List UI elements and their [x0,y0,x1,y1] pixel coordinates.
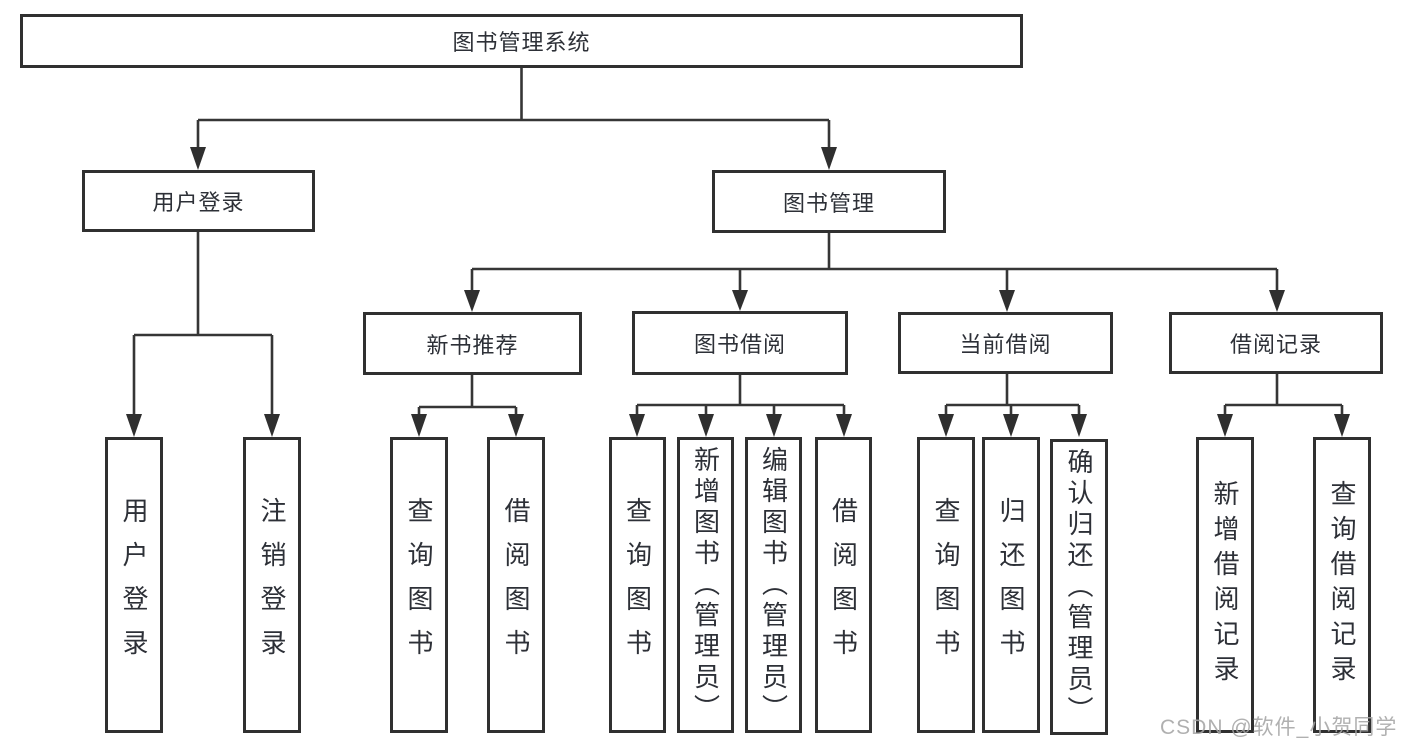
node-label: 借阅记录 [1229,332,1322,357]
node-label: 图书管理 [782,190,875,216]
node-book-management: 图书管理 [712,170,946,233]
node-leaf-confirm-return-admin: 确认归还（管理员） [1050,439,1108,735]
node-label: 用户登录 [119,497,149,673]
node-label: 新书推荐 [426,332,519,358]
node-borrowing-records: 借阅记录 [1169,312,1383,374]
node-label: 注销登录 [257,497,287,673]
node-label: 图书借阅 [693,332,786,357]
node-label: 归还图书 [996,497,1026,673]
node-current-borrowing: 当前借阅 [898,312,1113,374]
node-new-book-recommend: 新书推荐 [363,312,582,375]
node-leaf-query-borrow-record: 查询借阅记录 [1313,437,1371,733]
node-label: 确认归还（管理员） [1064,447,1094,727]
node-label: 查询图书 [404,497,434,673]
node-leaf-query-books-1: 查询图书 [390,437,448,733]
node-label: 查询借阅记录 [1327,480,1357,690]
node-label: 借阅图书 [828,497,859,673]
node-leaf-user-login: 用户登录 [105,437,163,733]
node-leaf-return-books: 归还图书 [982,437,1040,733]
node-leaf-add-borrow-record: 新增借阅记录 [1196,437,1254,733]
node-label: 用户登录 [152,190,245,215]
node-leaf-borrow-books-1: 借阅图书 [487,437,545,733]
node-label: 查询图书 [622,497,653,673]
node-label: 借阅图书 [501,497,531,673]
node-leaf-edit-books-admin: 编辑图书（管理员） [745,437,802,733]
node-label: 当前借阅 [959,332,1052,357]
csdn-watermark: CSDN @软件_小贺同学 [1160,716,1398,739]
node-leaf-add-books-admin: 新增图书（管理员） [677,437,734,733]
node-label: 查询图书 [931,497,961,673]
node-label: 编辑图书（管理员） [758,445,789,725]
node-root-system: 图书管理系统 [20,14,1023,68]
node-user-login: 用户登录 [82,170,315,232]
node-label: 图书管理系统 [452,30,591,55]
node-leaf-borrow-books-2: 借阅图书 [815,437,872,733]
node-leaf-logout: 注销登录 [243,437,301,733]
node-book-borrowing: 图书借阅 [632,311,848,375]
node-leaf-query-books-2: 查询图书 [609,437,666,733]
node-leaf-query-books-3: 查询图书 [917,437,975,733]
node-label: 新增图书（管理员） [690,445,721,725]
node-label: 新增借阅记录 [1210,480,1240,690]
